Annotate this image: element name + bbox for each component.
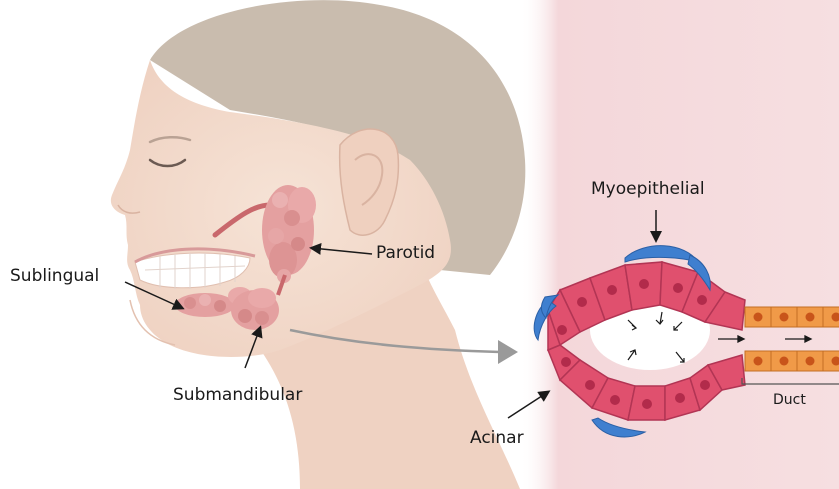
duct-lower-row: [745, 351, 839, 371]
label-acinar: Acinar: [470, 430, 524, 447]
label-parotid: Parotid: [376, 245, 435, 262]
label-submandibular: Submandibular: [173, 387, 302, 404]
duct-upper-row: [745, 307, 839, 327]
label-myoepithelial: Myoepithelial: [591, 181, 705, 198]
label-duct: Duct: [773, 393, 806, 407]
label-sublingual: Sublingual: [10, 268, 99, 285]
head-illustration: [111, 0, 525, 489]
